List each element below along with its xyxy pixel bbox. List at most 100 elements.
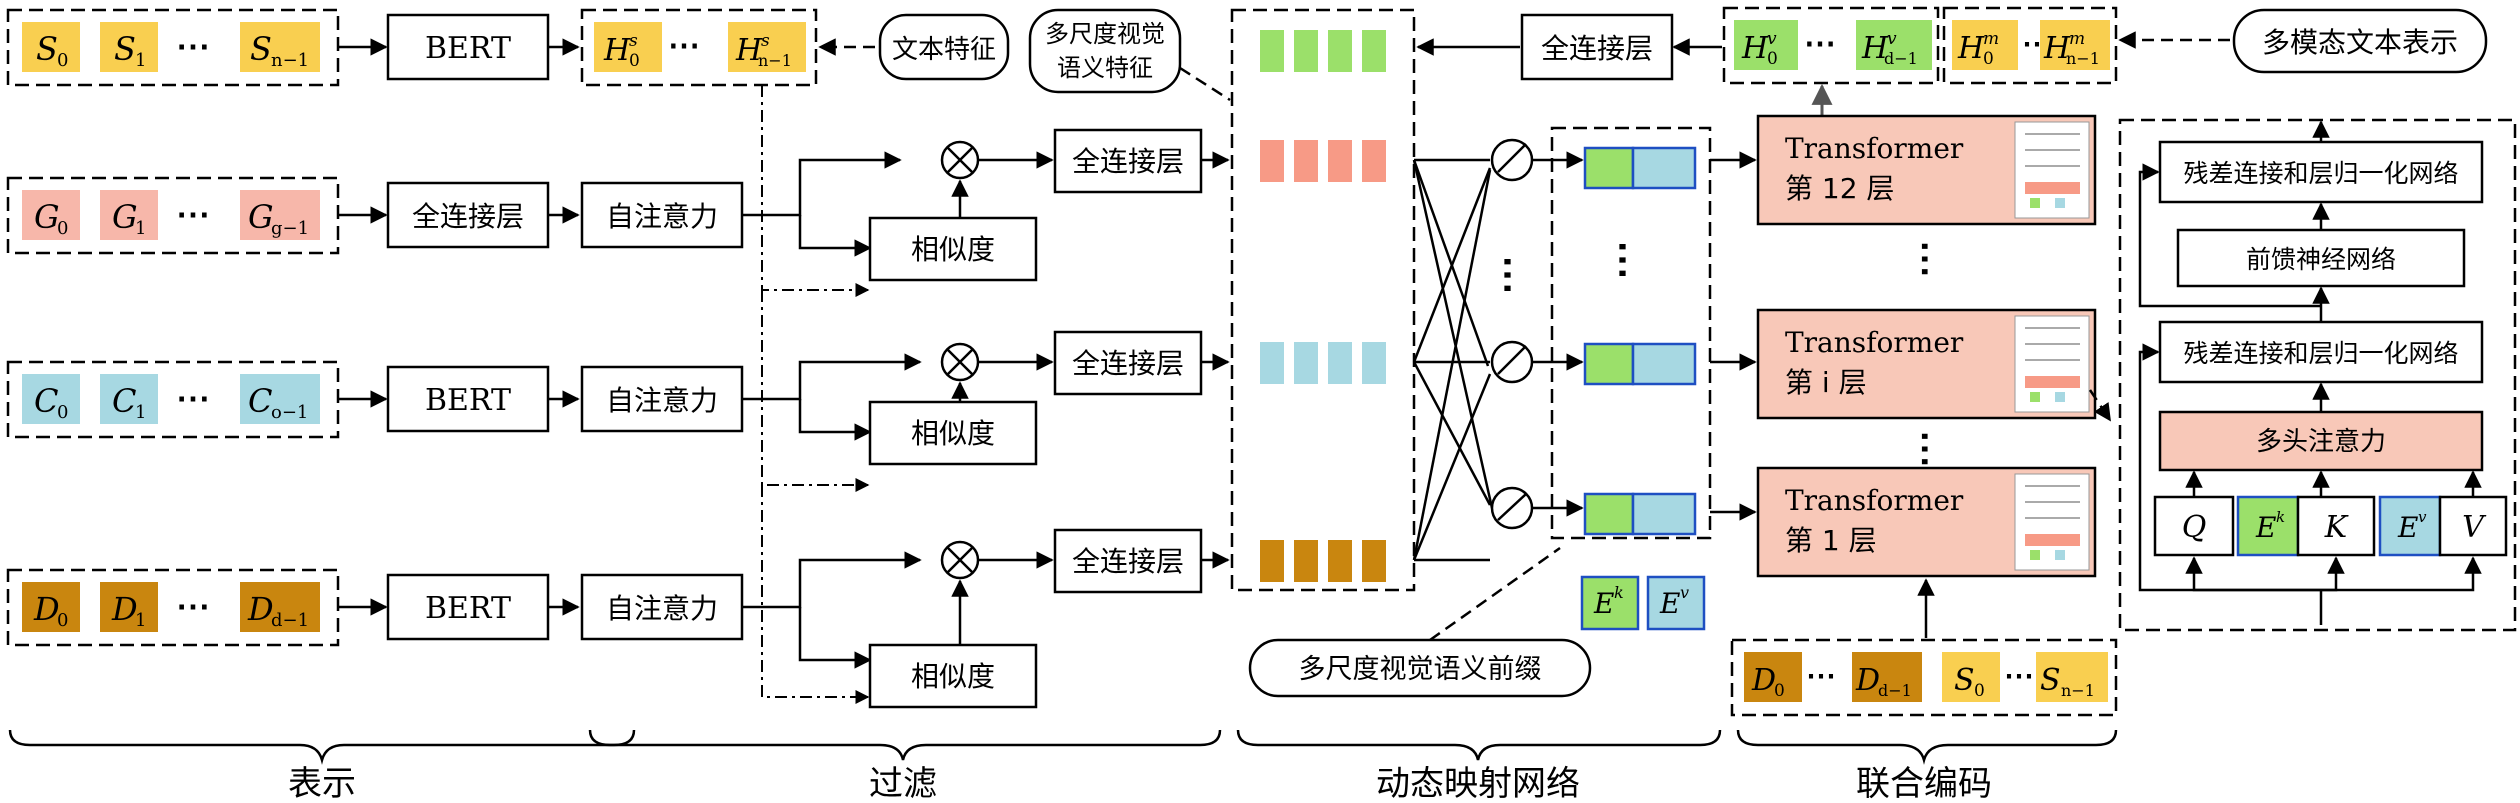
- svg-text:n−1: n−1: [758, 51, 792, 70]
- svg-text:D: D: [111, 590, 138, 628]
- svg-text:自注意力: 自注意力: [606, 384, 718, 417]
- row-s-tokens: S 0 S 1 ⋯ S n−1: [6, 8, 340, 87]
- svg-text:相似度: 相似度: [911, 417, 995, 450]
- multimodal-text-label: [2232, 8, 2488, 74]
- svg-text:⋯: ⋯: [2004, 659, 2034, 694]
- svg-text:S: S: [2040, 663, 2061, 698]
- svg-text:D: D: [1751, 663, 1776, 698]
- svg-text:相似度: 相似度: [911, 233, 995, 266]
- svg-text:1: 1: [135, 610, 146, 631]
- svg-text:C: C: [112, 382, 136, 420]
- svg-text:⋯: ⋯: [1806, 659, 1836, 694]
- svg-text:0: 0: [57, 610, 68, 631]
- svg-text:S: S: [1954, 663, 1975, 698]
- svg-text:多模态文本表示: 多模态文本表示: [2262, 26, 2458, 59]
- text-feature-label: [878, 13, 1010, 81]
- brace-joint-encoding: 联合编码: [1736, 729, 2118, 803]
- crossing-lines: [1412, 159, 1494, 561]
- switch-3: [1490, 486, 1534, 530]
- similarity-c: [868, 400, 1038, 466]
- prefix-label: [1248, 638, 1592, 698]
- svg-text:s: s: [761, 31, 770, 51]
- svg-text:d−1: d−1: [1884, 49, 1918, 68]
- svg-text:K: K: [2324, 510, 2349, 545]
- brace-dynamic-mapping: 动态映射网络: [1236, 729, 1722, 803]
- token-sn: S: [250, 30, 272, 68]
- residual-norm-bottom: [2158, 320, 2484, 384]
- svg-text:全连接层: 全连接层: [1541, 32, 1653, 65]
- ek-ev-legend: E k E v: [1580, 575, 1706, 631]
- svg-text:⋯: ⋯: [176, 379, 210, 419]
- svg-text:多头注意力: 多头注意力: [2256, 427, 2386, 457]
- svg-text:⋯: ⋯: [176, 27, 210, 67]
- residual-norm-top: [2158, 140, 2484, 204]
- svg-text:语义特征: 语义特征: [1057, 54, 1153, 82]
- svg-text:k: k: [1614, 583, 1624, 602]
- svg-text:全连接层: 全连接层: [1072, 545, 1184, 578]
- ek-box: [2236, 495, 2300, 557]
- svg-text:BERT: BERT: [425, 591, 511, 626]
- svg-text:0: 0: [57, 402, 68, 423]
- fc-top: [1520, 13, 1674, 81]
- similarity-g: [868, 216, 1038, 282]
- svg-text:第 1 层: 第 1 层: [1785, 524, 1877, 557]
- prefix-pair-1: [1583, 146, 1697, 190]
- token-s1: S: [114, 30, 136, 68]
- svg-text:相似度: 相似度: [911, 660, 995, 693]
- svg-text:自注意力: 自注意力: [606, 200, 718, 233]
- svg-text:⋯: ⋯: [1804, 24, 1836, 62]
- svg-text:⋯: ⋯: [1904, 430, 1949, 468]
- svg-text:第 i 层: 第 i 层: [1785, 366, 1867, 399]
- svg-text:文本特征: 文本特征: [892, 35, 996, 65]
- fc-filter-g: [1053, 128, 1203, 194]
- svg-text:多尺度视觉: 多尺度视觉: [1045, 20, 1165, 48]
- svg-text:V: V: [2462, 510, 2487, 545]
- svg-text:E: E: [2255, 511, 2276, 544]
- token-s0: S: [36, 30, 58, 68]
- svg-text:⋯: ⋯: [1904, 240, 1949, 278]
- svg-text:v: v: [1887, 29, 1897, 49]
- svg-text:1: 1: [135, 402, 146, 423]
- svg-text:v: v: [1767, 29, 1777, 49]
- transformer-detail: [2118, 118, 2517, 632]
- bert-box-c: [386, 365, 550, 433]
- hidden-hm: H m 0 ⋯ H m n−1: [1942, 6, 2118, 85]
- hidden-hs: H s 0 ⋯ H s n−1: [580, 8, 818, 87]
- q-box: [2153, 495, 2235, 557]
- row-c-tokens: C 0 C 1 ⋯ C o−1: [6, 360, 340, 439]
- svg-text:Transformer: Transformer: [1785, 326, 1964, 359]
- svg-text:0: 0: [57, 218, 68, 239]
- svg-text:d−1: d−1: [271, 610, 309, 631]
- self-attn-d: [580, 573, 744, 641]
- prefix-pair-3: [1583, 492, 1697, 536]
- svg-text:v: v: [2418, 508, 2427, 526]
- svg-text:D: D: [1855, 663, 1880, 698]
- svg-text:G: G: [248, 198, 274, 236]
- svg-text:BERT: BERT: [425, 31, 511, 66]
- svg-text:d−1: d−1: [1878, 681, 1912, 700]
- svg-text:H: H: [2043, 31, 2071, 66]
- svg-text:m: m: [2069, 29, 2085, 49]
- prefix-column: [1550, 126, 1712, 540]
- svg-text:0: 0: [57, 50, 68, 71]
- svg-text:n−1: n−1: [2061, 681, 2095, 700]
- svg-text:n−1: n−1: [2066, 49, 2100, 68]
- brace-representation: 表示: [8, 729, 636, 803]
- brace-filter: 过滤: [588, 729, 1222, 803]
- fc-filter-d: [1053, 528, 1203, 594]
- svg-text:E: E: [1593, 587, 1614, 620]
- svg-text:⋯: ⋯: [176, 195, 210, 235]
- transformer-layer-12: Transformer 第 12 层: [1756, 114, 2097, 226]
- svg-text:n−1: n−1: [271, 50, 309, 71]
- svg-text:残差连接和层归一化网络: 残差连接和层归一化网络: [2183, 339, 2458, 368]
- svg-text:D: D: [247, 590, 274, 628]
- svg-text:联合编码: 联合编码: [1856, 764, 1992, 803]
- ev-box: [2378, 495, 2442, 557]
- svg-text:G: G: [34, 198, 60, 236]
- svg-text:H: H: [1741, 31, 1769, 66]
- svg-text:0: 0: [1767, 49, 1778, 69]
- self-attn-c: [580, 365, 744, 433]
- svg-text:0: 0: [1774, 681, 1785, 701]
- svg-text:E: E: [1659, 587, 1680, 620]
- prefix-pair-2: [1583, 342, 1697, 386]
